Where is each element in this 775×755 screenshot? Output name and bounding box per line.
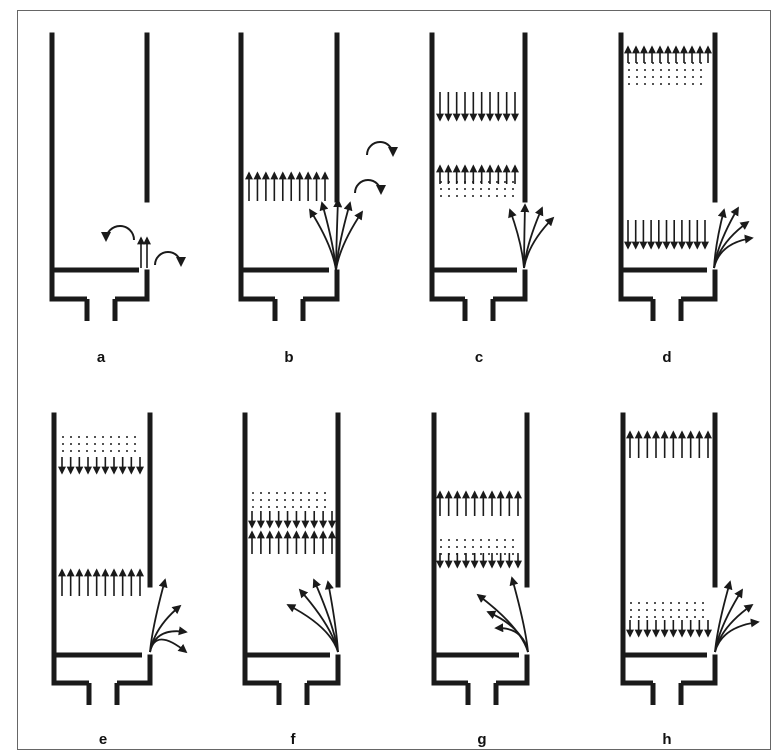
tube-h bbox=[620, 412, 760, 705]
figure-frame bbox=[17, 10, 771, 750]
dotted-layer bbox=[628, 62, 708, 85]
air-column-down bbox=[626, 620, 712, 638]
swirl-arrow bbox=[354, 179, 386, 195]
air-column-up bbox=[436, 164, 519, 184]
air-column-up bbox=[245, 171, 329, 201]
jet-arrow bbox=[509, 576, 529, 653]
tube-a bbox=[49, 32, 186, 321]
air-column-down bbox=[248, 511, 336, 529]
air-column-up bbox=[626, 430, 712, 458]
jet-arrow bbox=[298, 588, 339, 653]
jet-fan bbox=[508, 203, 555, 269]
tube-d bbox=[618, 32, 754, 321]
swirl-arrow bbox=[366, 141, 398, 157]
jet-fan bbox=[309, 198, 364, 271]
air-column-down bbox=[436, 92, 519, 122]
panel-label-e: e bbox=[99, 731, 107, 748]
jet-arrow bbox=[476, 593, 529, 653]
swirl-arrow bbox=[154, 251, 186, 267]
edge-jet bbox=[137, 236, 151, 268]
jet-arrow bbox=[714, 618, 760, 653]
jet-fan bbox=[476, 576, 529, 653]
dotted-layer bbox=[440, 181, 515, 197]
dotted-layer bbox=[440, 539, 518, 555]
jet-fan bbox=[714, 580, 760, 653]
air-column-up bbox=[58, 568, 144, 596]
air-column-down bbox=[624, 220, 709, 250]
air-column-down bbox=[58, 457, 144, 475]
jet-fan bbox=[149, 578, 188, 654]
air-column-up bbox=[624, 45, 712, 63]
jet-fan bbox=[286, 578, 339, 653]
jet-arrow bbox=[508, 208, 525, 269]
tube-f bbox=[242, 412, 341, 705]
panel-label-b: b bbox=[284, 349, 293, 366]
dotted-layer bbox=[630, 602, 708, 618]
jet-arrow bbox=[494, 623, 529, 653]
jet-arrow bbox=[713, 234, 754, 269]
panel-label-f: f bbox=[291, 731, 297, 748]
air-column-down bbox=[436, 553, 522, 569]
dotted-layer bbox=[252, 492, 332, 508]
tube-c bbox=[429, 32, 555, 321]
tube-g bbox=[431, 412, 530, 705]
panel-label-g: g bbox=[477, 731, 486, 748]
jet-arrow bbox=[324, 580, 339, 653]
jet-arrow bbox=[523, 216, 555, 269]
air-column-up bbox=[248, 530, 336, 554]
jet-arrow bbox=[335, 210, 364, 271]
jet-fan bbox=[713, 206, 754, 269]
panel-label-a: a bbox=[97, 349, 106, 366]
jet-arrow bbox=[286, 604, 339, 653]
jet-arrow bbox=[149, 638, 188, 654]
tube-e bbox=[51, 412, 188, 705]
panel-label-d: d bbox=[662, 349, 671, 366]
swirl-arrow bbox=[101, 225, 135, 242]
tube-b bbox=[238, 32, 398, 321]
panel-label-h: h bbox=[662, 731, 671, 748]
air-column-up bbox=[436, 490, 522, 516]
panel-label-c: c bbox=[475, 349, 483, 366]
dotted-layer bbox=[62, 436, 140, 452]
